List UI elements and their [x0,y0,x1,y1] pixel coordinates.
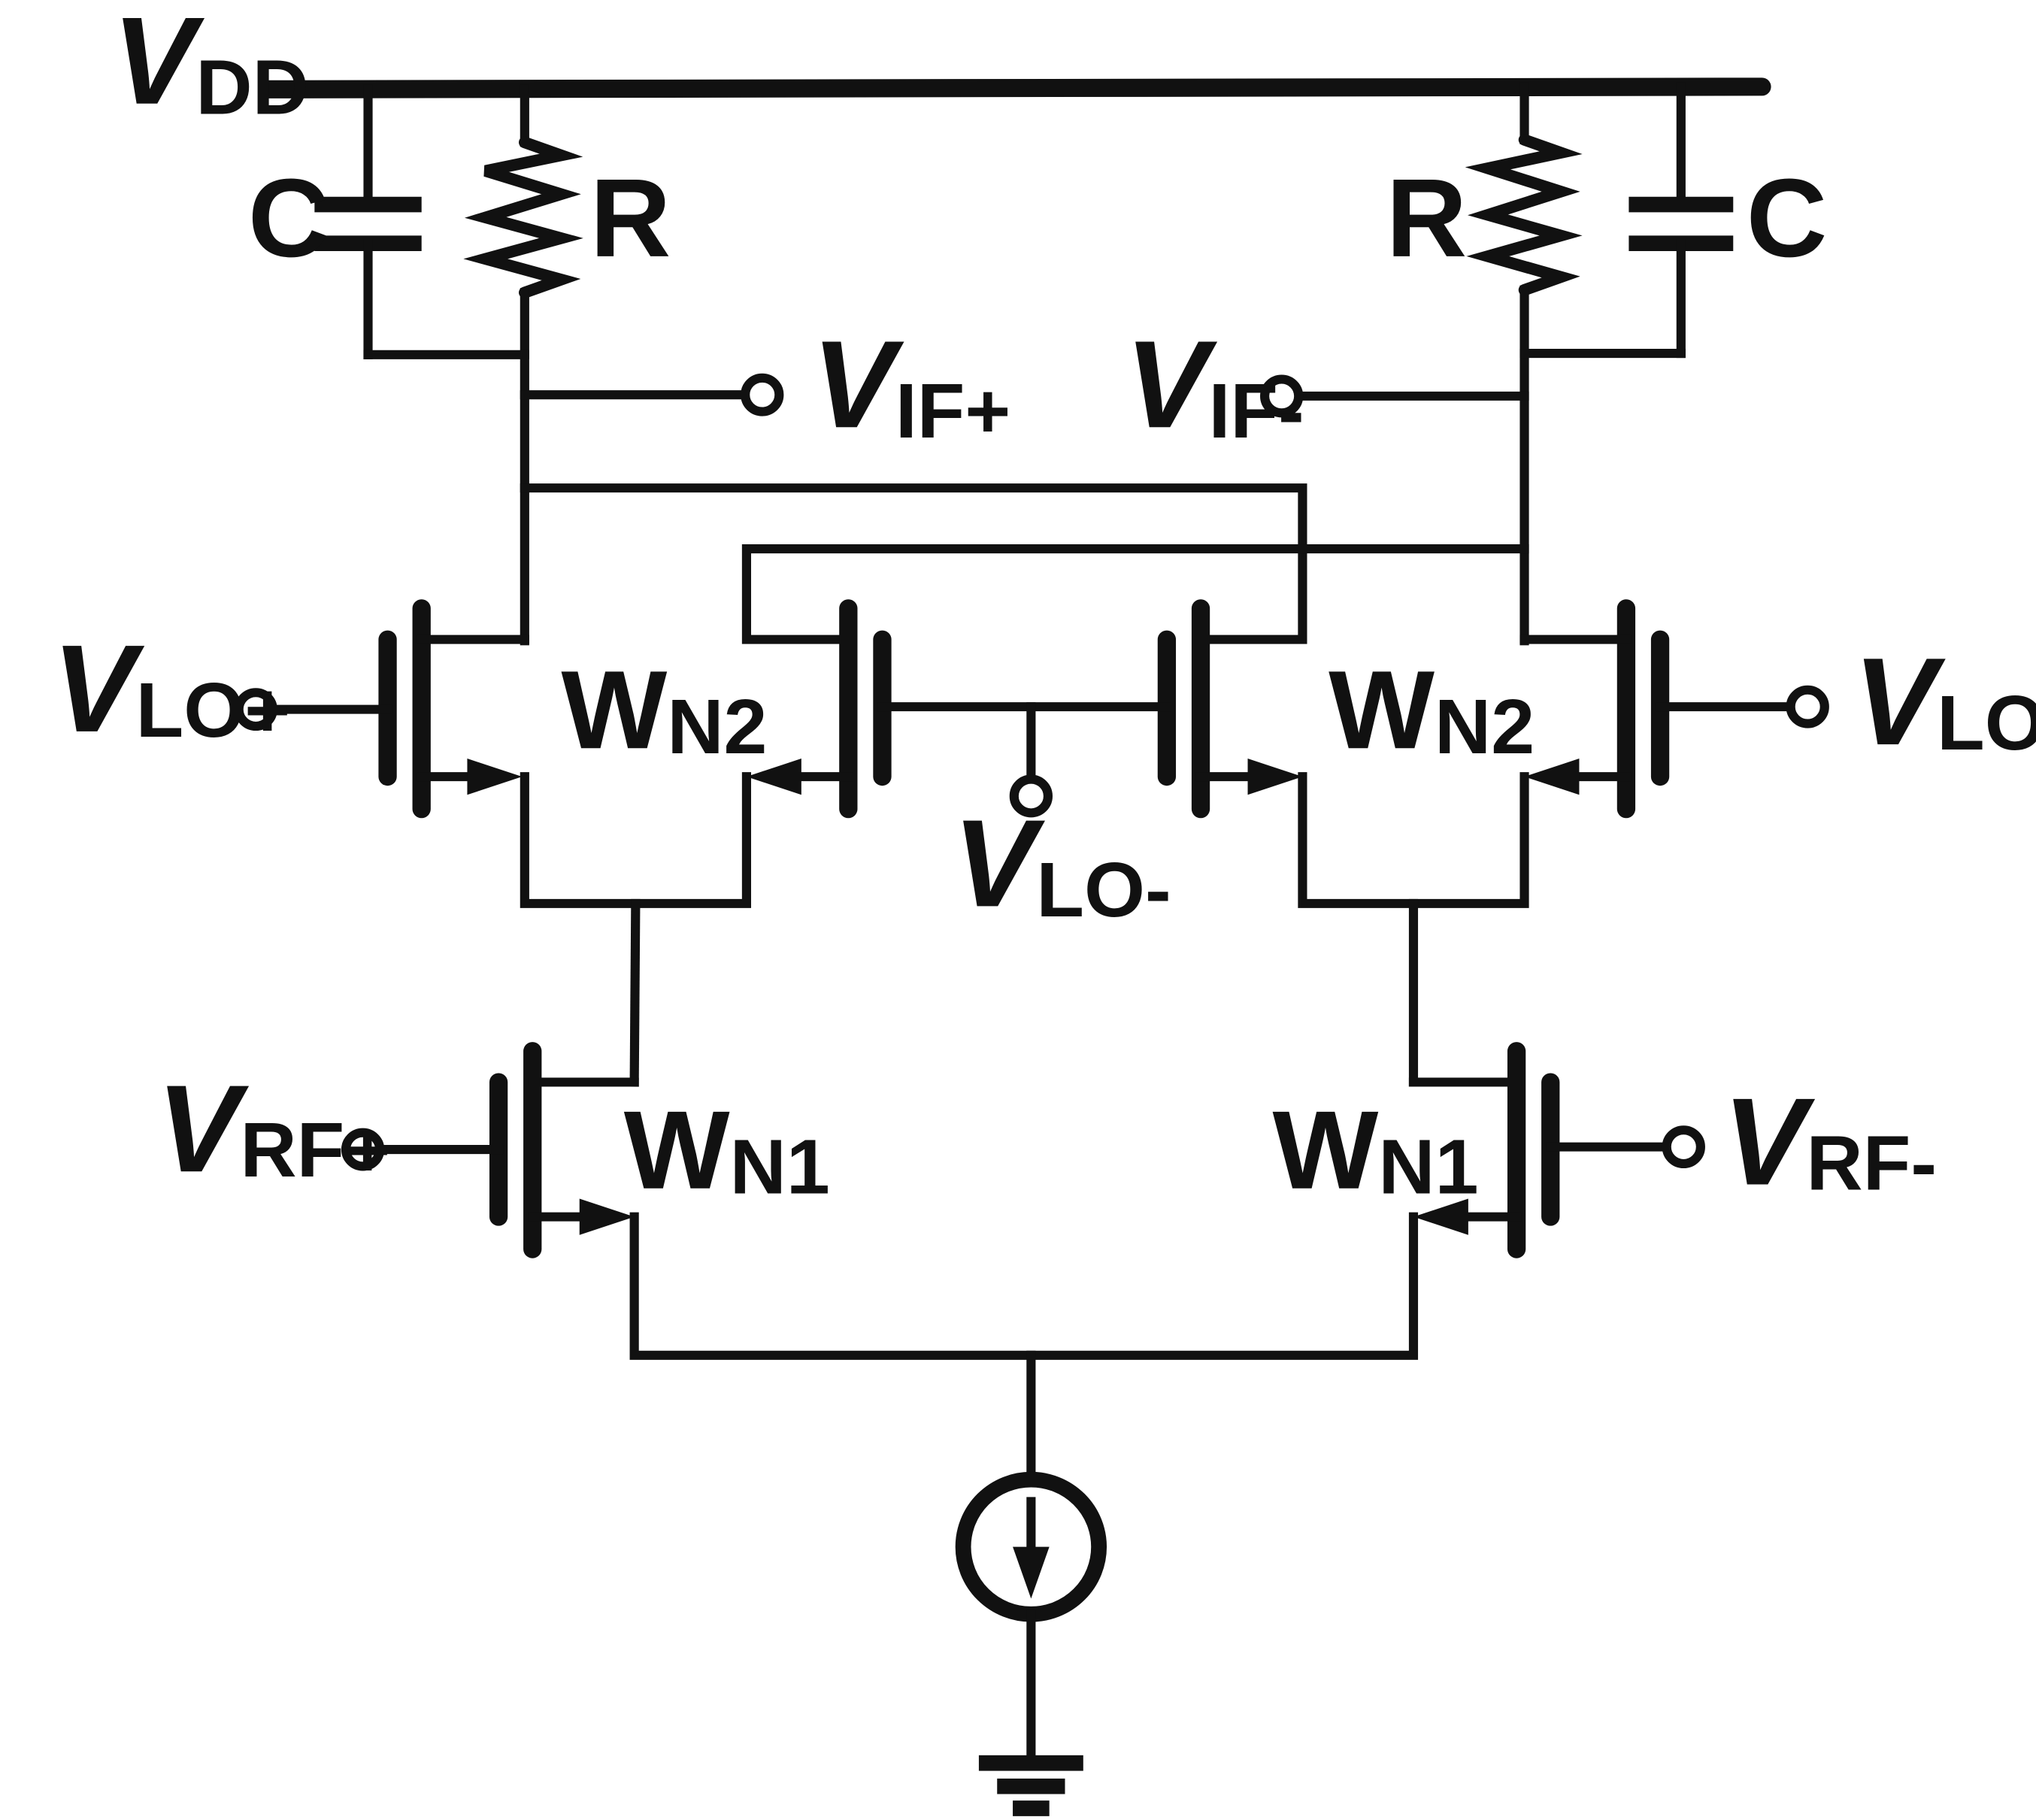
vdd-label: VDD [112,0,309,131]
vlo-plus-left-label: VLO+ [52,619,290,758]
right-load-resistor [1465,82,1583,646]
wn2-left-label: WN2 [561,647,767,772]
right-lo-pair-tail [1298,772,1529,908]
rf-pair-tail [629,1212,1419,1360]
cap-right-label: C [1747,155,1828,280]
wn1-right-label: WN1 [1272,1087,1478,1212]
left-load-capacitor [314,84,422,359]
ground-icon [978,1755,1083,1816]
transistor-lo-right-outer [1519,599,1795,819]
left-lo-pair-tail [520,772,752,908]
vrf-minus-label: VRF- [1722,1073,1937,1211]
transistor-rf-left [376,1042,639,1258]
res-right-label: R [1386,155,1468,280]
vlo-plus-right-label: VLO+ [1853,633,2036,771]
cross-wire-left-to-inner-right [520,483,1307,644]
wn1-left-label: WN1 [624,1087,830,1212]
vrf-minus-terminal [1662,1125,1705,1169]
left-load-resistor [463,84,583,646]
left-lo-pair-to-rf [629,898,641,1087]
vif-plus-terminal [741,373,784,416]
cap-left-label: C [248,155,329,280]
tail-current-source [955,1471,1107,1622]
vlo-plus-right-terminal [1786,685,1829,728]
vif-minus-terminal [1260,374,1304,418]
vrf-plus-label: VRF+ [156,1060,390,1198]
cross-wire-right-to-inner-left [741,544,1529,644]
vlo-minus-label: VLO- [953,795,1171,933]
res-left-label: R [590,155,671,280]
wn2-right-label: WN2 [1329,647,1535,772]
vif-minus-label: VIF- [1125,316,1304,454]
right-load-capacitor [1628,82,1734,359]
vlo-minus-terminal [1009,774,1053,818]
vif-plus-label: VIF+ [812,316,1011,454]
transistor-rf-right [1408,1042,1671,1258]
vdd-rail [258,77,1771,98]
vlo-plus-left-terminal [234,688,277,731]
transistor-lo-left-outer [269,599,529,819]
vrf-plus-terminal [341,1128,385,1171]
